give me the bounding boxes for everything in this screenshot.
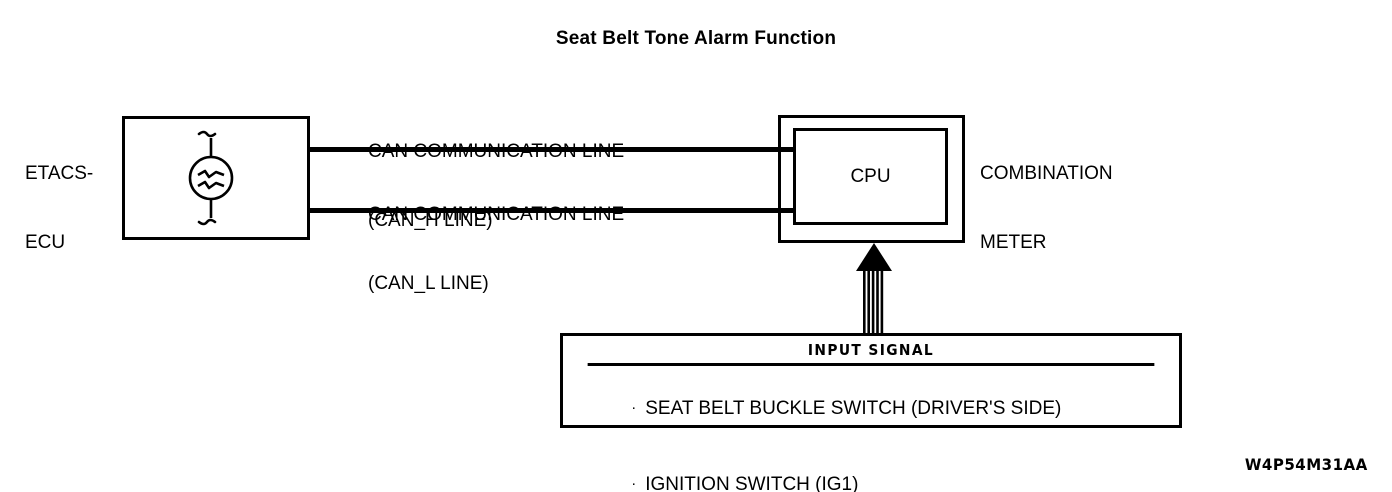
etacs-ecu-box xyxy=(122,116,310,240)
list-item: · IGNITION SWITCH (IG1) xyxy=(589,446,1179,492)
combination-meter-label-line2: METER xyxy=(980,232,1047,253)
can-h-bus-line xyxy=(310,147,795,152)
etacs-ecu-label-line2: ECU xyxy=(25,232,66,253)
combination-meter-box xyxy=(778,115,965,243)
input-signal-table-header: INPUT SIGNAL xyxy=(587,336,1155,366)
etacs-ecu-label: ETACS- ECU xyxy=(25,116,93,300)
etacs-ecu-label-line1: ETACS- xyxy=(25,163,94,184)
page-title: Seat Belt Tone Alarm Function xyxy=(555,28,837,49)
input-signal-table: INPUT SIGNAL · SEAT BELT BUCKLE SWITCH (D… xyxy=(560,333,1182,492)
list-item-label: SEAT BELT BUCKLE SWITCH (DRIVER'S SIDE) xyxy=(645,398,1062,419)
can-h-line-label-line2: (CAN_H LINE) xyxy=(368,210,493,231)
bullet-icon: · xyxy=(631,399,637,416)
input-signal-table-body: · SEAT BELT BUCKLE SWITCH (DRIVER'S SIDE)… xyxy=(563,366,1179,492)
can-l-bus-line xyxy=(310,208,795,213)
can-l-line-label: CAN COMMUNICATION LINE (CAN_L LINE) xyxy=(368,157,624,341)
figure-code: W4P54M31AA xyxy=(1245,455,1368,474)
can-l-line-label-line1: CAN COMMUNICATION LINE xyxy=(368,204,625,225)
combination-meter-label: COMBINATION METER xyxy=(980,116,1113,300)
list-item-label: IGNITION SWITCH (IG1) xyxy=(645,474,859,492)
input-signal-arrow-icon xyxy=(856,243,892,335)
cpu-label: CPU xyxy=(850,165,891,187)
cpu-box: CPU xyxy=(793,128,948,225)
can-h-line-label-line1: CAN COMMUNICATION LINE xyxy=(368,141,625,162)
combination-meter-label-line1: COMBINATION xyxy=(980,163,1113,184)
can-h-line-label: CAN COMMUNICATION LINE (CAN_H LINE) xyxy=(368,94,624,278)
list-item: · SEAT BELT BUCKLE SWITCH (DRIVER'S SIDE) xyxy=(589,370,1179,446)
tone-generator-symbol xyxy=(188,130,234,226)
can-l-line-label-line2: (CAN_L LINE) xyxy=(368,273,489,294)
bullet-icon: · xyxy=(631,475,637,492)
